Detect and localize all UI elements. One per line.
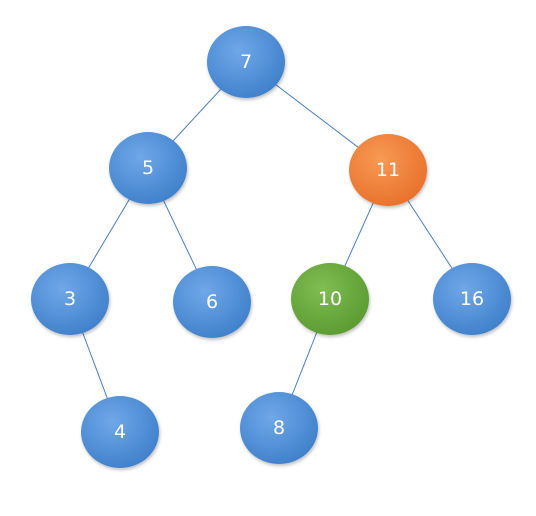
node-label: 8 xyxy=(273,417,285,439)
node-circle xyxy=(240,392,318,464)
node-label: 3 xyxy=(64,288,76,310)
tree-node-6: 6 xyxy=(173,266,251,338)
tree-node-5: 5 xyxy=(109,132,187,204)
node-label: 7 xyxy=(240,51,252,73)
node-circle xyxy=(81,396,159,468)
node-label: 6 xyxy=(206,291,218,313)
edges xyxy=(69,61,473,433)
node-circle xyxy=(433,263,511,335)
node-circle xyxy=(207,26,285,98)
node-label: 5 xyxy=(142,157,154,179)
tree-node-10: 10 xyxy=(291,263,369,335)
tree-node-8: 8 xyxy=(240,392,318,464)
tree-node-11: 11 xyxy=(349,134,427,206)
nodes: 7 5 11 3 6 10 16 4 xyxy=(31,26,511,468)
node-circle xyxy=(349,134,427,206)
node-circle xyxy=(31,263,109,335)
tree-node-16: 16 xyxy=(433,263,511,335)
tree-node-4: 4 xyxy=(81,396,159,468)
node-label: 11 xyxy=(376,159,400,181)
node-label: 16 xyxy=(460,288,484,310)
tree-node-3: 3 xyxy=(31,263,109,335)
node-circle xyxy=(173,266,251,338)
tree-node-7: 7 xyxy=(207,26,285,98)
node-circle xyxy=(291,263,369,335)
node-label: 10 xyxy=(318,288,342,310)
node-label: 4 xyxy=(114,421,126,443)
node-circle xyxy=(109,132,187,204)
